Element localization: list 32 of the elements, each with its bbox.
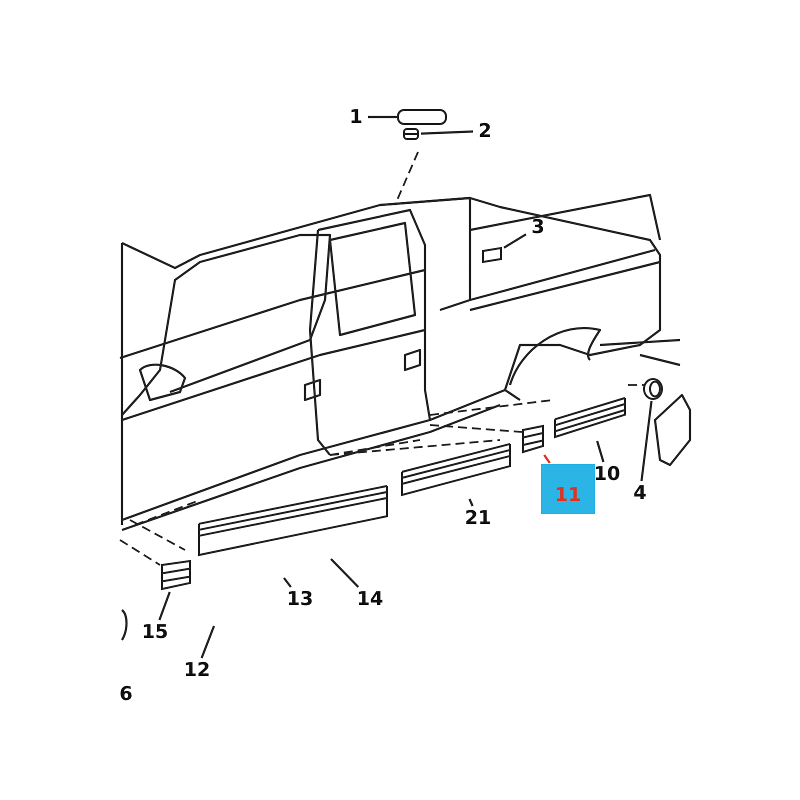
pad-drawing <box>481 247 503 263</box>
leader-line <box>420 130 474 135</box>
handle-drawing <box>398 108 446 126</box>
callout-number: 13 <box>285 588 315 610</box>
callout-number: 11 <box>541 464 595 514</box>
leader-line <box>330 558 360 588</box>
callout-number: 12 <box>182 659 212 681</box>
end-cap-drawing <box>521 424 545 454</box>
callout-number: 14 <box>355 588 385 610</box>
molding-strip-drawing <box>400 440 512 498</box>
leader-line <box>468 498 474 506</box>
leader-line <box>200 626 216 658</box>
leader-line <box>503 233 527 249</box>
callout-number: 10 <box>592 463 622 485</box>
leader-line <box>158 592 171 620</box>
clip-drawing <box>402 127 420 141</box>
leader-line <box>283 577 292 588</box>
leader-line <box>543 454 551 464</box>
callout-number: 2 <box>474 120 496 142</box>
leader-line <box>368 116 397 118</box>
grommet-drawing <box>643 378 663 400</box>
callout-number: 3 <box>527 216 549 238</box>
callout-number: 21 <box>463 507 493 529</box>
callout-number: 6 <box>118 683 134 705</box>
molding-strip-drawing <box>197 482 389 558</box>
molding-strip-drawing <box>553 394 627 440</box>
end-cap-drawing <box>160 559 192 591</box>
callout-number: 1 <box>345 106 367 128</box>
callout-number: 4 <box>630 482 650 504</box>
callout-number: 15 <box>140 621 170 643</box>
leader-line <box>640 400 653 482</box>
leader-line <box>596 440 604 462</box>
